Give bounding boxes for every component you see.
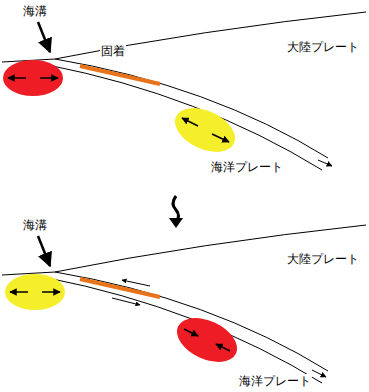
trench-label: 海溝 xyxy=(22,4,48,18)
plate-label: 大陸プレート xyxy=(286,252,360,266)
plate-label: 大陸プレート xyxy=(286,40,360,54)
trench-label: 海溝 xyxy=(22,218,48,232)
plate-label: 海洋プレート xyxy=(238,374,312,388)
locked-label: 固着 xyxy=(100,44,126,58)
plate-label: 海洋プレート xyxy=(210,160,284,174)
